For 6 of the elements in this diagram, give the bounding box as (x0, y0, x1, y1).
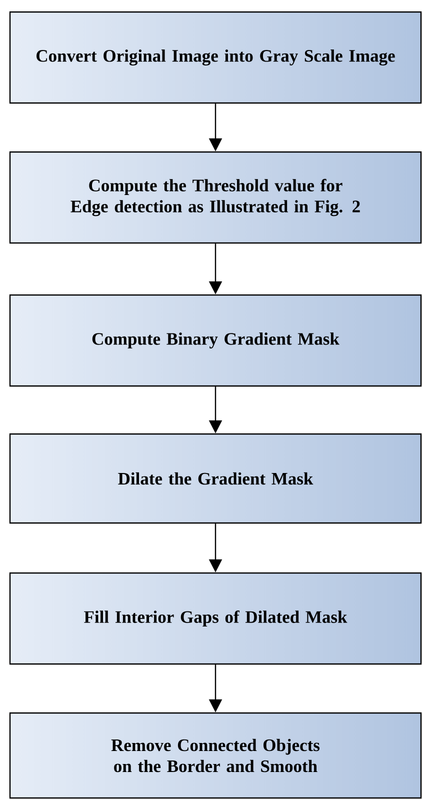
process-box: Convert Original Image into Gray Scale Image (9, 11, 422, 104)
process-box: Compute the Threshold value for Edge detection as Illustrated in Fig. 2 (9, 151, 422, 244)
process-box: Dilate the Gradient Mask (9, 433, 422, 524)
process-box: Fill Interior Gaps of Dilated Mask (9, 572, 422, 665)
process-box: Remove Connected Objects on the Border and Smooth (9, 712, 422, 799)
process-box: Compute Binary Gradient Mask (9, 294, 422, 387)
